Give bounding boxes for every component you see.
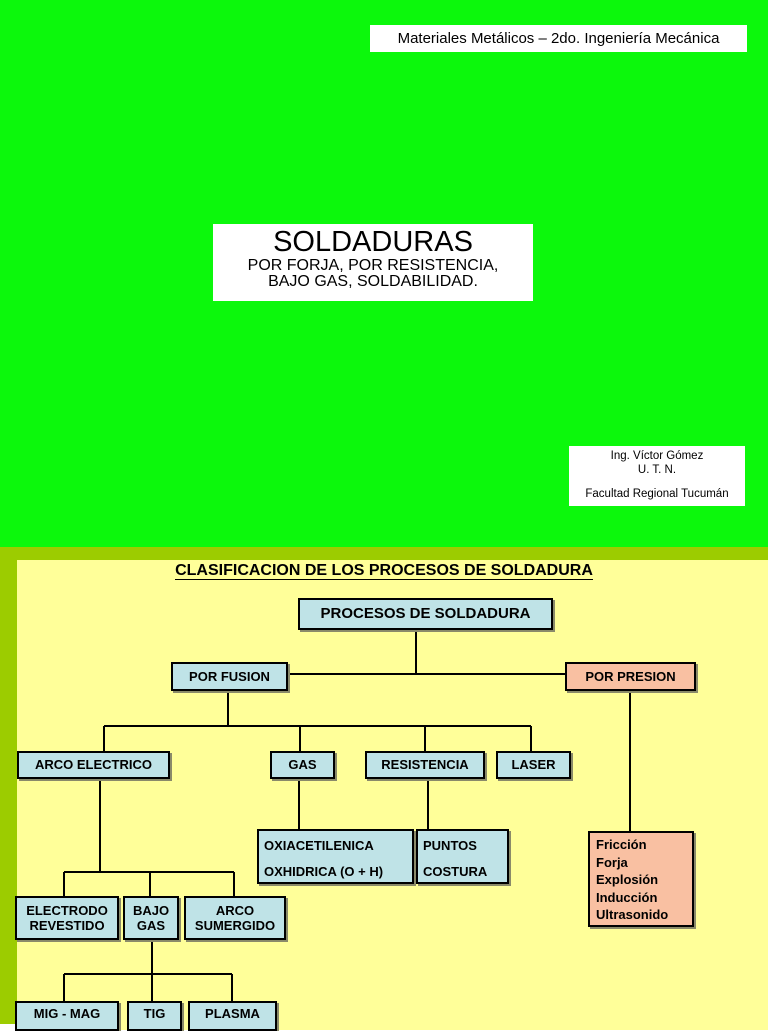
node-por-presion: POR PRESION bbox=[565, 662, 696, 691]
title-slide: Materiales Metálicos – 2do. Ingeniería M… bbox=[0, 0, 768, 547]
resistencia-type-item: PUNTOS bbox=[423, 838, 477, 853]
node-bajo-gas: BAJO GAS bbox=[123, 896, 179, 940]
node-mig-mag: MIG - MAG bbox=[15, 1001, 119, 1031]
node-por-fusion: POR FUSION bbox=[171, 662, 288, 691]
author-box: Ing. Víctor Gómez U. T. N. Facultad Regi… bbox=[569, 446, 745, 506]
author-institution: U. T. N. bbox=[637, 464, 677, 476]
slide-heading: CLASIFICACION DE LOS PROCESOS DE SOLDADU… bbox=[175, 562, 593, 580]
node-arco-sumergido: ARCO SUMERGIDO bbox=[184, 896, 286, 940]
title-box: SOLDADURAS POR FORJA, POR RESISTENCIA, B… bbox=[213, 224, 533, 301]
presion-type-item: Inducción bbox=[596, 889, 658, 905]
slide-panel bbox=[17, 560, 768, 1030]
node-tig: TIG bbox=[127, 1001, 182, 1031]
node-procesos-soldadura: PROCESOS DE SOLDADURA bbox=[298, 598, 553, 630]
node-arco-electrico: ARCO ELECTRICO bbox=[17, 751, 170, 779]
author-faculty: Facultad Regional Tucumán bbox=[585, 488, 729, 500]
node-electrodo-revestido: ELECTRODO REVESTIDO bbox=[15, 896, 119, 940]
slide-title: SOLDADURAS bbox=[273, 226, 473, 258]
gas-type-item: OXHIDRICA (O + H) bbox=[264, 864, 384, 879]
node-gas: GAS bbox=[270, 751, 335, 779]
course-label: Materiales Metálicos – 2do. Ingeniería M… bbox=[370, 25, 747, 52]
presion-type-item: Forja bbox=[596, 854, 628, 870]
node-gas-types: OXIACETILENICA OXHIDRICA (O + H) bbox=[257, 829, 414, 884]
subtitle-line-1: POR FORJA, POR RESISTENCIA, bbox=[247, 257, 499, 274]
author-name: Ing. Víctor Gómez bbox=[610, 450, 704, 462]
node-resistencia-types: PUNTOS COSTURA bbox=[416, 829, 509, 884]
node-presion-types: Fricción Forja Explosión Inducción Ultra… bbox=[588, 831, 694, 927]
node-laser: LASER bbox=[496, 751, 571, 779]
subtitle-line-2: BAJO GAS, SOLDABILIDAD. bbox=[268, 273, 478, 290]
resistencia-type-item: COSTURA bbox=[423, 864, 488, 879]
presion-type-item: Explosión bbox=[596, 872, 659, 887]
presion-type-item: Ultrasonido bbox=[596, 907, 669, 922]
node-resistencia: RESISTENCIA bbox=[365, 751, 485, 779]
node-plasma: PLASMA bbox=[188, 1001, 277, 1031]
presion-type-item: Fricción bbox=[596, 837, 647, 852]
gas-type-item: OXIACETILENICA bbox=[264, 838, 374, 853]
